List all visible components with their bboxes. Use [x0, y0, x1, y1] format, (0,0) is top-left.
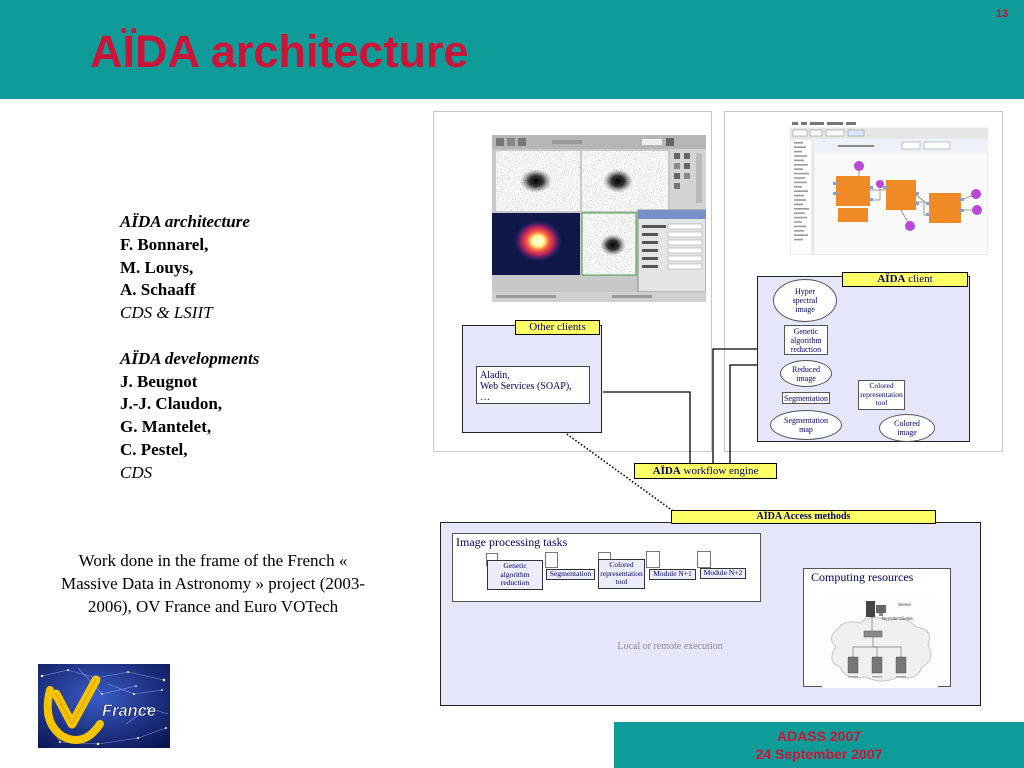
other-clients-label-text: Other clients	[529, 321, 586, 333]
client-computer-icons	[847, 656, 907, 674]
developments-affiliation: CDS	[120, 462, 153, 482]
architecture-affiliation: CDS & LSIIT	[120, 303, 213, 323]
developer: G. Mantelet,	[120, 417, 212, 437]
spacer	[120, 325, 259, 348]
viewer-side-toolbar	[670, 149, 706, 211]
yellow-v-emblem	[43, 675, 104, 744]
module-tab	[545, 552, 558, 568]
computing-resources-title: Computing resources	[811, 570, 914, 584]
module-segmentation: Segmentation	[546, 569, 595, 580]
workflow-engine-label-bold: AÏDA	[652, 464, 681, 477]
server-icon	[866, 601, 886, 617]
aida-dialog	[637, 209, 706, 293]
aida-client-label-text: client	[908, 273, 933, 285]
note-line: Massive Data in Astronomy » project (200…	[60, 574, 366, 593]
network-hub-icon	[863, 630, 883, 638]
editor-menu-bar	[790, 120, 988, 127]
module-label: Genetic algorithm reduction	[500, 561, 530, 588]
developments-heading: AÏDA developments	[120, 348, 260, 368]
client-caption-marks	[848, 676, 906, 678]
image-processing-tasks-title: Image processing tasks	[456, 535, 568, 549]
workflow-editor-screenshot	[790, 120, 988, 255]
author: A. Schaaff	[120, 280, 196, 300]
viewer-toolbar	[492, 135, 706, 149]
footer-event: ADASS 2007	[776, 728, 862, 744]
node-segmentation: Segmentation	[782, 392, 830, 404]
access-methods-label: AÏDA Access methods	[671, 510, 936, 524]
node-label: Segmentation map	[784, 416, 828, 434]
module-label: Colored representation tool	[600, 560, 643, 587]
other-clients-label: Other clients	[515, 320, 600, 335]
logo-text: France	[102, 702, 156, 720]
credits: AÏDA architecture F. Bonnarel, M. Louys,…	[120, 211, 259, 485]
execution-note: Local or remote execution	[617, 641, 723, 652]
module-tree	[790, 138, 813, 255]
module-genetic-algorithm: Genetic algorithm reduction	[487, 560, 543, 590]
network-links	[852, 617, 902, 657]
other-clients-list: Aladin, Web Services (SOAP), …	[476, 366, 590, 404]
note-line: Work done in the frame of the French «	[78, 551, 348, 570]
workflow-module-boxes	[836, 176, 961, 223]
architecture-heading: AÏDA architecture	[120, 212, 250, 231]
node-colored-representation: Colored representation tool	[858, 380, 905, 410]
access-methods-label-text: AÏDA Access methods	[756, 511, 851, 522]
sky-image-panel	[582, 151, 668, 211]
ov-france-logo: France	[38, 664, 170, 748]
node-label: Segmentation	[784, 393, 828, 403]
workflow-engine-label: AÏDA workflow engine	[634, 463, 777, 479]
server-label: Server	[898, 602, 912, 607]
page-number: 13	[996, 8, 1009, 20]
module-label: Module N+1	[653, 569, 692, 579]
editor-toolbar	[790, 128, 988, 138]
note-line: 2006), OV France and Euro VOTech	[87, 597, 339, 616]
remote-clients-label: Remote Clients	[882, 616, 914, 621]
author: M. Louys,	[120, 257, 194, 277]
aladin-screenshot	[492, 135, 706, 302]
aida-client-label-bold: AÏDA	[877, 273, 906, 285]
module-colored-representation: Colored representation tool	[598, 559, 645, 589]
module-n-plus-2: Module N+2	[700, 568, 746, 579]
star-dots	[40, 669, 167, 746]
node-reduced-image: Reduced image	[780, 360, 832, 387]
network-diagram: Server Remote Clients	[822, 597, 938, 688]
node-label: Reduced image	[792, 364, 820, 383]
author: F. Bonnarel,	[120, 234, 209, 254]
node-label: Hyper spectral image	[792, 287, 818, 314]
module-label: Module N+2	[703, 568, 743, 578]
developer: C. Pestel,	[120, 439, 188, 459]
workflow-ports	[833, 182, 964, 216]
node-label: Colored image	[894, 419, 920, 437]
client-item: Web Services (SOAP),	[480, 381, 572, 392]
module-label: Segmentation	[549, 569, 592, 579]
funding-note: Work done in the frame of the French « M…	[28, 549, 398, 618]
module-tab	[646, 551, 660, 568]
node-genetic-algorithm: Genetic algorithm reduction	[784, 325, 828, 355]
node-colored-image: Colored image	[879, 414, 935, 442]
client-item: Aladin,	[480, 370, 510, 381]
sky-image-panel	[496, 151, 580, 211]
developer: J. Beugnot	[120, 371, 198, 391]
node-segmentation-map: Segmentation map	[770, 410, 842, 440]
workflow-engine-label-text: workflow engine	[683, 464, 759, 477]
slide-title: AÏDA architecture	[90, 26, 469, 77]
module-tab	[697, 551, 711, 568]
module-n-plus-1: Module N+1	[649, 569, 696, 580]
sky-image-panel	[581, 212, 637, 276]
aida-client-label: AÏDA client	[842, 272, 968, 287]
viewer-status-bar	[492, 292, 706, 302]
node-label: Genetic algorithm reduction	[790, 326, 822, 354]
color-sky-image-panel	[492, 213, 580, 275]
footer-box: ADASS 2007 24 September 2007	[614, 722, 1024, 768]
node-label: Colored representation tool	[860, 381, 903, 408]
node-hyperspectral-image: Hyper spectral image	[773, 279, 837, 322]
client-item: …	[480, 392, 490, 403]
footer-date: 24 September 2007	[755, 746, 883, 762]
header-bar	[0, 0, 1024, 99]
developer: J.-J. Claudon,	[120, 394, 223, 414]
workflow-data-nodes	[854, 161, 982, 231]
